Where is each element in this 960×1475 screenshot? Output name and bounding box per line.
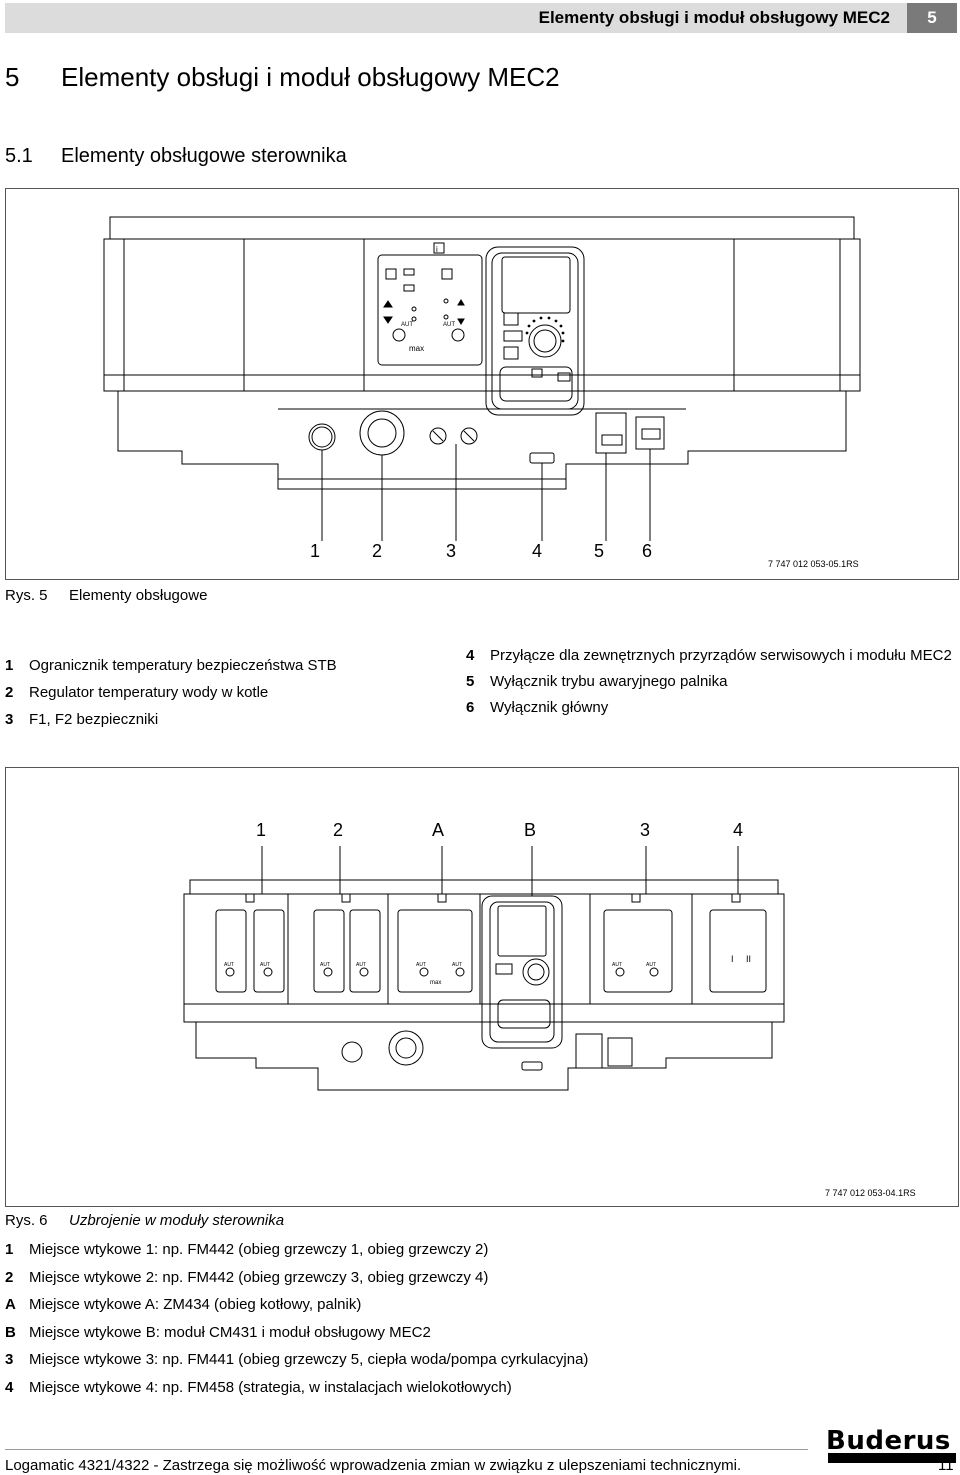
- aut-label: AUT: [416, 962, 426, 968]
- header-title: Elementy obsługi i moduł obsługowy MEC2: [538, 8, 890, 27]
- callout-2: 2: [333, 820, 344, 840]
- aut-label: AUT: [646, 962, 656, 968]
- figure-6-caption-text: Uzbrojenie w moduły sterownika: [69, 1212, 285, 1229]
- section-heading: 5 Elementy obsługi i moduł obsługowy MEC2: [5, 62, 560, 93]
- callout-3: 3: [446, 541, 457, 561]
- chapter-number-tab: 5: [907, 3, 957, 33]
- figure-5-code: 7 747 012 053-05.1RS: [768, 559, 859, 569]
- subsection-heading: 5.1 Elementy obsługowe sterownika: [5, 145, 347, 168]
- callout-5: 5: [594, 541, 605, 561]
- subsection-number: 5.1: [5, 145, 33, 167]
- aut-label: AUT: [452, 962, 462, 968]
- page-number: 11: [938, 1457, 954, 1474]
- callout-4: 4: [532, 541, 543, 561]
- aut-label: AUT: [224, 962, 234, 968]
- svg-text:AUT: AUT: [443, 322, 455, 328]
- section-title: Elementy obsługi i moduł obsługowy MEC2: [61, 62, 560, 92]
- callout-1: 1: [310, 541, 321, 561]
- figure-5-frame: i AUT AUT max: [5, 188, 959, 580]
- subsection-title: Elementy obsługowe sterownika: [61, 145, 347, 167]
- callout-6: 6: [642, 541, 653, 561]
- footer-text: Logamatic 4321/4322 - Zastrzega się możl…: [5, 1457, 742, 1474]
- roman-2-label: II: [746, 954, 751, 964]
- svg-text:AUT: AUT: [401, 322, 413, 328]
- figure-5-caption-text: Elementy obsługowe: [69, 587, 208, 604]
- callout-3: 3: [640, 820, 651, 840]
- header-bar: [5, 3, 907, 33]
- figure-6-frame: I II AUT AUT AUT AUT AUT AUT AUT AUT max: [5, 767, 959, 1207]
- callout-B: B: [524, 820, 537, 840]
- logo-bar: [828, 1453, 956, 1463]
- figure-6-caption: Rys. 6 Uzbrojenie w moduły sterownika: [5, 1212, 284, 1229]
- callout-1: 1: [256, 820, 267, 840]
- figure-6-caption-number: Rys. 6: [5, 1212, 48, 1229]
- aut-label: AUT: [356, 962, 366, 968]
- svg-text:max: max: [409, 344, 424, 353]
- figure-6-code: 7 747 012 053-04.1RS: [825, 1188, 916, 1198]
- section-number: 5: [5, 62, 20, 92]
- svg-text:i: i: [436, 245, 438, 254]
- roman-1-label: I: [731, 954, 734, 964]
- figure-5-caption-number: Rys. 5: [5, 587, 48, 604]
- buderus-logo: Buderus: [826, 1426, 951, 1456]
- callout-2: 2: [372, 541, 383, 561]
- figure-5-controller-drawing: i AUT AUT max: [103, 216, 861, 541]
- callout-4: 4: [733, 820, 744, 840]
- max-label: max: [430, 980, 441, 986]
- figure-5-caption: Rys. 5 Elementy obsługowe: [5, 587, 207, 604]
- footer-rule: [5, 1449, 808, 1450]
- aut-label: AUT: [612, 962, 622, 968]
- aut-label: AUT: [320, 962, 330, 968]
- aut-label: AUT: [260, 962, 270, 968]
- figure-6-controller-drawing: I II AUT AUT AUT AUT AUT AUT AUT AUT max: [183, 846, 785, 1091]
- callout-A: A: [432, 820, 445, 840]
